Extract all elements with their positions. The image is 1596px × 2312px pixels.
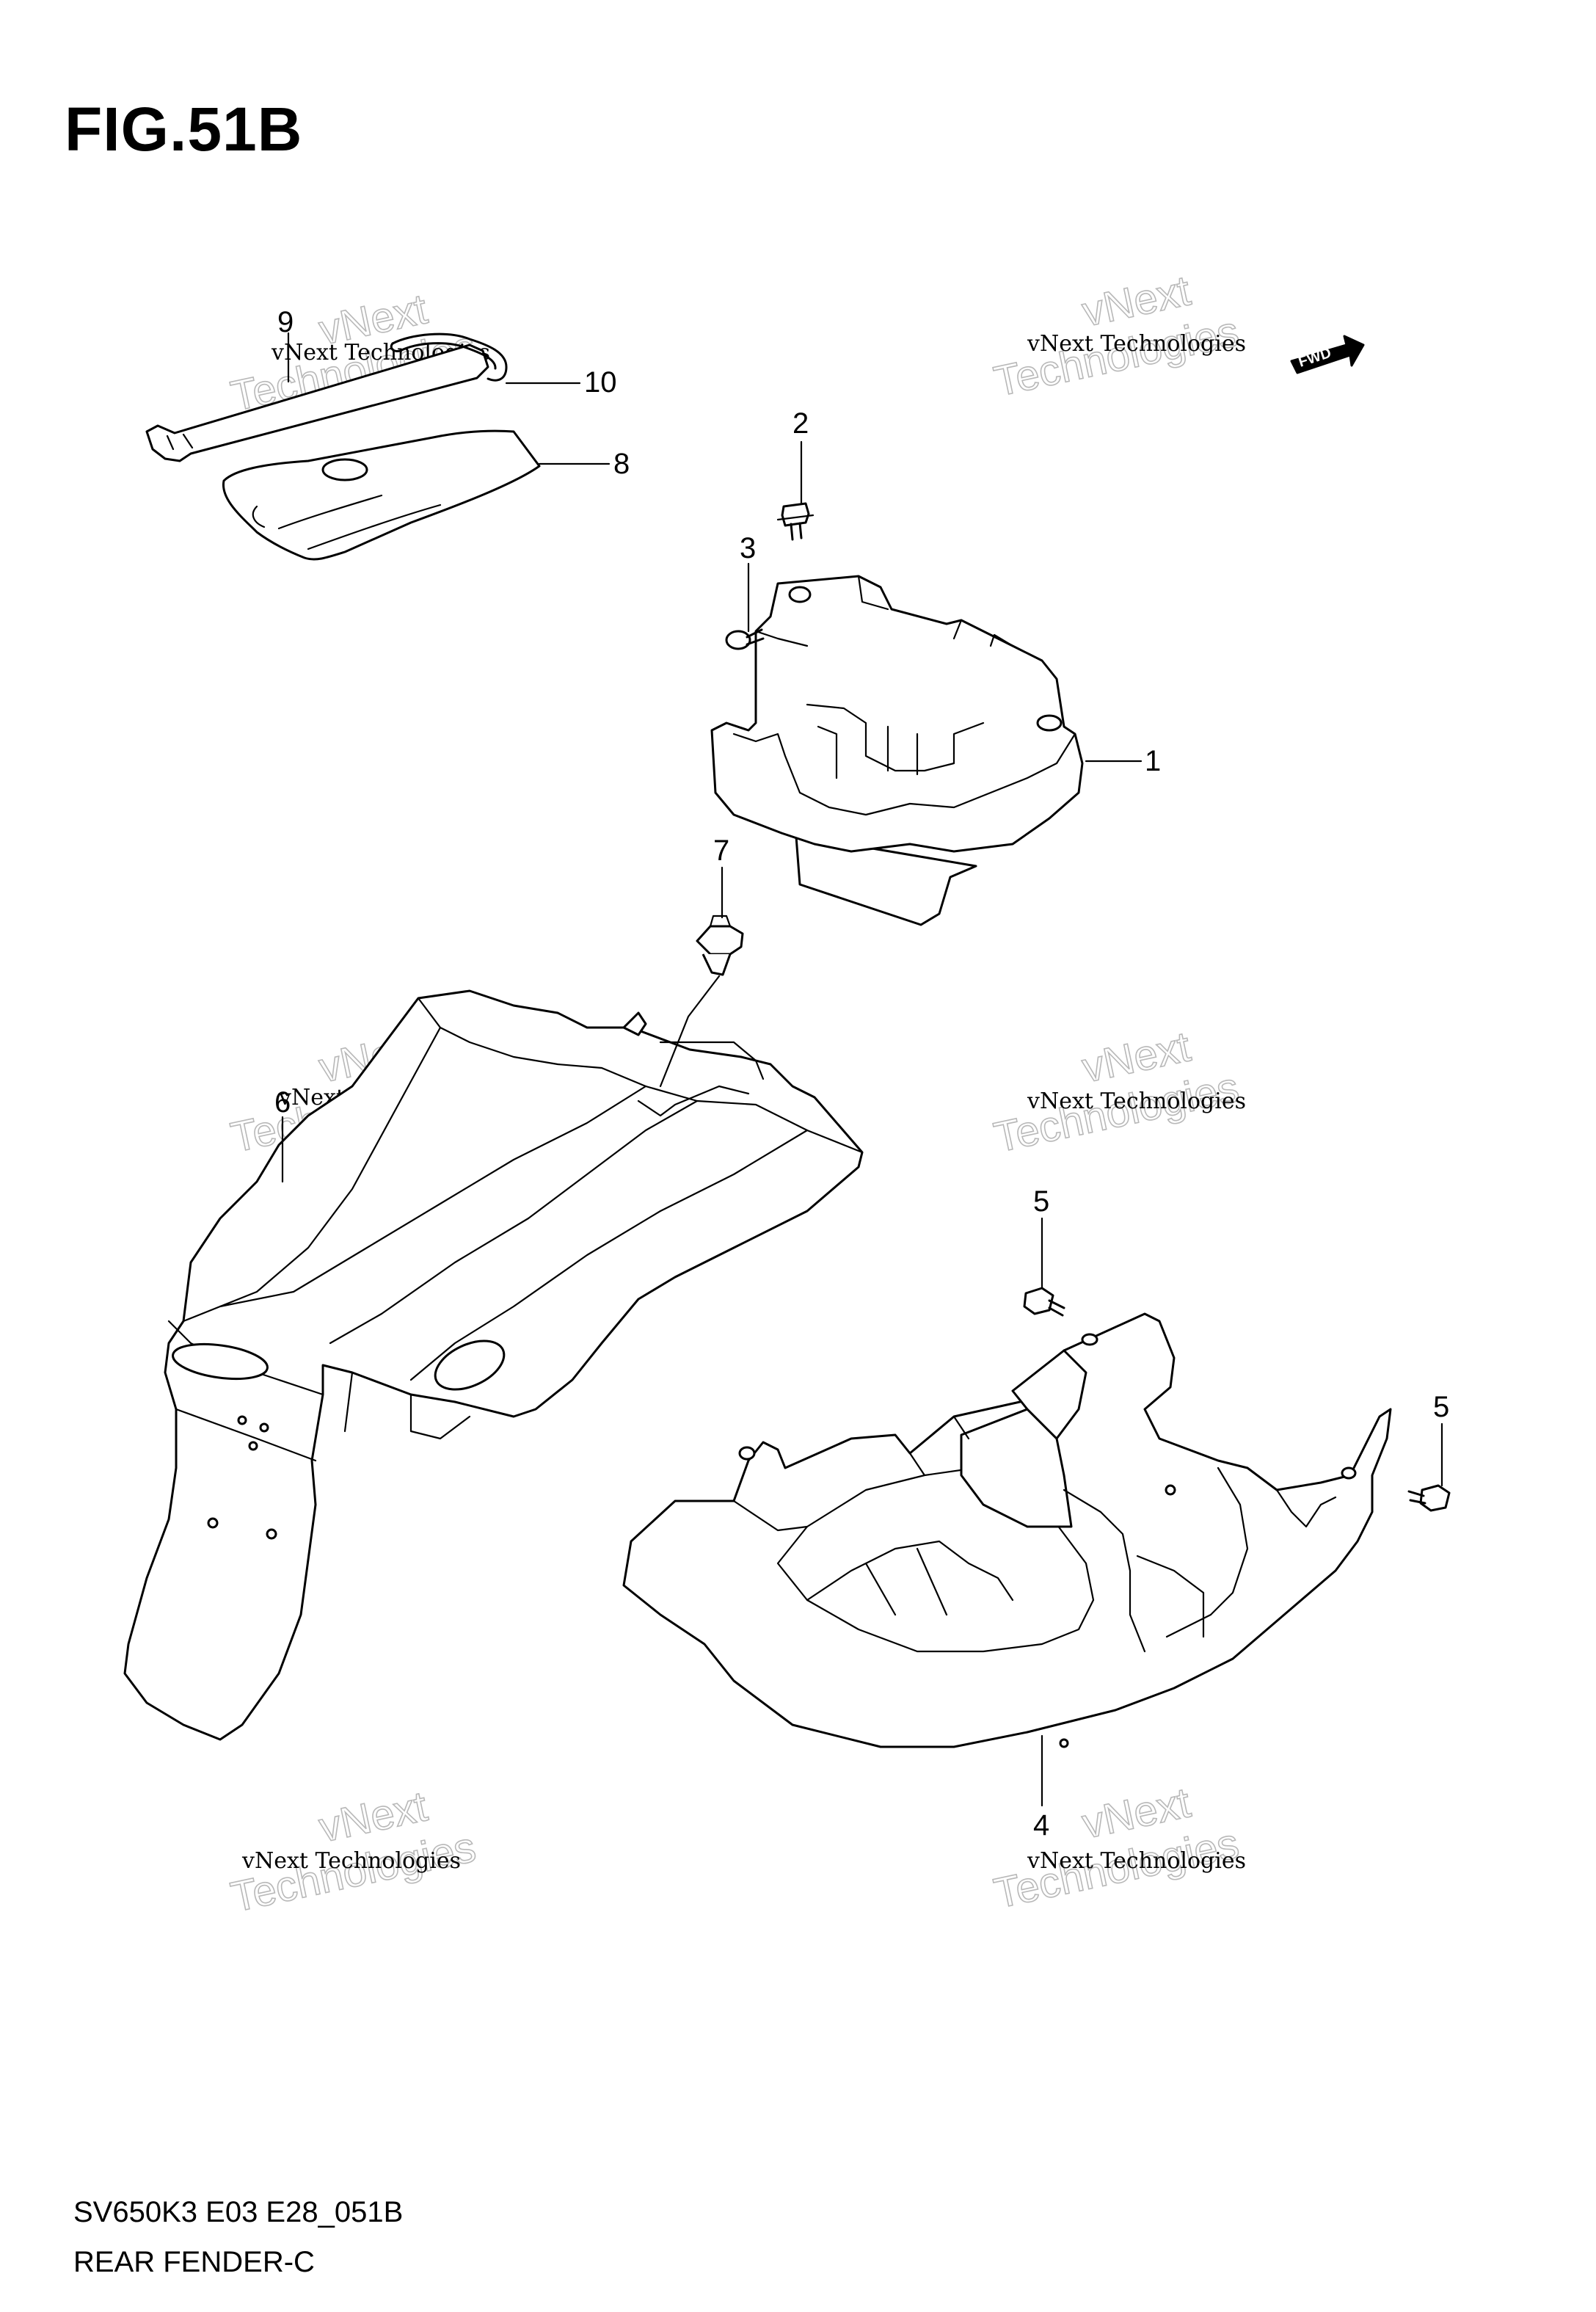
part-5-bolt-b bbox=[1407, 1484, 1451, 1512]
part-labels: 9 10 8 2 3 1 7 6 5 5 4 bbox=[274, 306, 1449, 1842]
model-code: SV650K3 E03 E28_051B bbox=[73, 2196, 404, 2228]
part-label-10: 10 bbox=[584, 366, 617, 399]
part-9-wrench bbox=[145, 343, 489, 462]
part-label-3: 3 bbox=[740, 532, 756, 564]
leader-7-to-fender bbox=[659, 975, 721, 1088]
leader-lines bbox=[281, 332, 1443, 1807]
watermark-text: vNext Technologies bbox=[241, 1848, 461, 1874]
watermark-top-right: vNext Technologies vNext Technologies bbox=[989, 266, 1246, 407]
part-6-rear-fender bbox=[123, 989, 864, 1741]
part-label-5b: 5 bbox=[1433, 1391, 1449, 1423]
part-2-bolt bbox=[776, 502, 815, 541]
part-label-6: 6 bbox=[274, 1086, 291, 1119]
part-label-8: 8 bbox=[613, 448, 630, 480]
part-4-tail-undercover bbox=[622, 1312, 1392, 1748]
watermark-text: vNext Technologies bbox=[1027, 1088, 1246, 1114]
watermark-text: vNext Technologies bbox=[1027, 331, 1246, 357]
watermark-text: vNext Technologies bbox=[1027, 1848, 1246, 1874]
part-10-strap bbox=[390, 332, 508, 382]
part-label-5a: 5 bbox=[1033, 1185, 1049, 1218]
part-5-bolt-a bbox=[1023, 1287, 1065, 1317]
part-1-battery-holder bbox=[710, 575, 1084, 926]
part-label-9: 9 bbox=[277, 306, 294, 338]
watermark-mid-right: vNext Technologies vNext Technologies bbox=[989, 1022, 1246, 1163]
section-name: REAR FENDER-C bbox=[73, 2246, 315, 2278]
part-7-clip bbox=[696, 915, 744, 976]
part-label-2: 2 bbox=[792, 407, 809, 440]
part-label-7: 7 bbox=[713, 835, 729, 867]
watermark-bottom-right: vNext Technologies vNext Technologies bbox=[989, 1778, 1246, 1919]
watermark-bottom-left: vNext Technologies vNext Technologies bbox=[226, 1782, 480, 1922]
part-8-tool-pouch bbox=[222, 429, 541, 561]
part-label-4: 4 bbox=[1033, 1809, 1049, 1842]
figure-title: FIG.51B bbox=[65, 95, 303, 164]
fwd-arrow-icon: FWD bbox=[1290, 335, 1365, 374]
part-label-1: 1 bbox=[1145, 745, 1161, 777]
part-3-screw bbox=[725, 628, 765, 650]
